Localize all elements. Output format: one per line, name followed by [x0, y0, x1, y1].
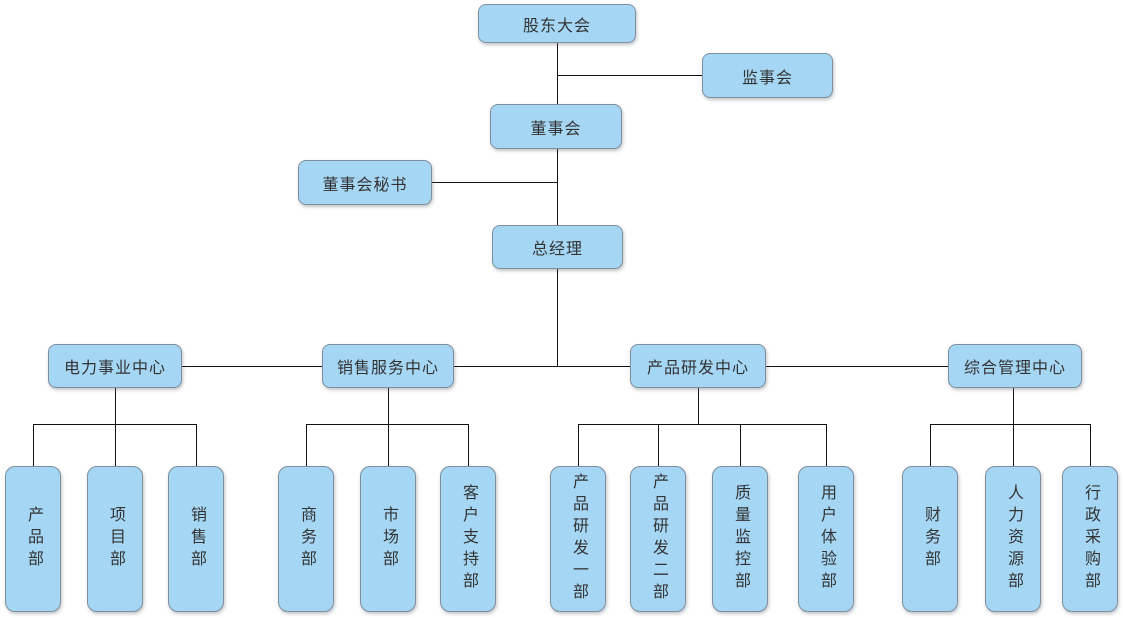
connector-line	[33, 424, 196, 425]
node-general-manager[interactable]: 总经理	[492, 225, 623, 269]
connector-line	[468, 424, 469, 466]
connector-line	[658, 424, 659, 466]
node-dept-quality-monitoring[interactable]: 质量监控部	[712, 466, 768, 612]
node-center-power-business[interactable]: 电力事业中心	[48, 344, 182, 388]
node-supervisory-board[interactable]: 监事会	[702, 53, 833, 98]
connector-line	[196, 424, 197, 466]
connector-line	[557, 43, 558, 104]
node-dept-sales[interactable]: 销售部	[168, 466, 224, 612]
connector-line	[33, 424, 34, 466]
connector-line	[388, 388, 389, 424]
connector-line	[1013, 424, 1014, 466]
connector-line	[698, 388, 699, 424]
connector-line	[432, 182, 557, 183]
node-center-general-management[interactable]: 综合管理中心	[948, 344, 1082, 388]
connector-line	[557, 269, 558, 366]
connector-line	[826, 424, 827, 466]
node-dept-marketing[interactable]: 市场部	[360, 466, 416, 612]
connector-line	[930, 424, 1090, 425]
connector-line	[1013, 388, 1014, 424]
node-dept-project[interactable]: 项目部	[87, 466, 143, 612]
connector-line	[578, 424, 579, 466]
node-dept-customer-support[interactable]: 客户支持部	[440, 466, 496, 612]
node-dept-finance[interactable]: 财务部	[902, 466, 958, 612]
connector-line	[1090, 424, 1091, 466]
node-shareholders-meeting[interactable]: 股东大会	[478, 4, 636, 43]
node-board-secretary[interactable]: 董事会秘书	[298, 160, 432, 205]
connector-line	[740, 424, 741, 466]
node-dept-product[interactable]: 产品部	[5, 466, 61, 612]
connector-line	[578, 424, 826, 425]
node-board-of-directors[interactable]: 董事会	[490, 104, 622, 149]
connector-line	[306, 424, 307, 466]
node-dept-rnd-1[interactable]: 产品研发一部	[550, 466, 606, 612]
connector-line	[306, 424, 468, 425]
connector-line	[182, 366, 322, 367]
node-dept-rnd-2[interactable]: 产品研发二部	[630, 466, 686, 612]
node-dept-admin-procurement[interactable]: 行政采购部	[1062, 466, 1118, 612]
connector-line	[930, 424, 931, 466]
connector-line	[766, 366, 948, 367]
node-dept-user-experience[interactable]: 用户体验部	[798, 466, 854, 612]
node-center-sales-service[interactable]: 销售服务中心	[322, 344, 454, 388]
node-dept-business[interactable]: 商务部	[278, 466, 334, 612]
connector-line	[115, 424, 116, 466]
connector-line	[388, 424, 389, 466]
connector-line	[454, 366, 630, 367]
connector-line	[557, 149, 558, 225]
node-center-product-rnd[interactable]: 产品研发中心	[630, 344, 766, 388]
connector-line	[115, 388, 116, 424]
connector-line	[557, 75, 702, 76]
node-dept-human-resources[interactable]: 人力资源部	[985, 466, 1041, 612]
